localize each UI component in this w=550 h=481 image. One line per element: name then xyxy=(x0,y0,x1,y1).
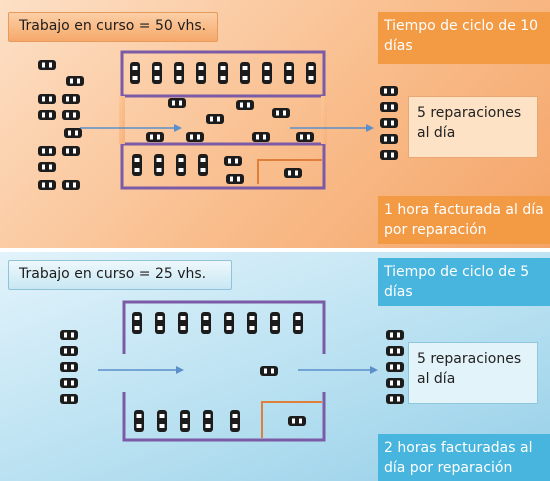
car-icon xyxy=(38,162,56,172)
car-icon xyxy=(386,346,404,356)
car-icon xyxy=(380,134,398,144)
car-icon xyxy=(252,132,270,142)
car-icon xyxy=(60,378,78,388)
car-icon xyxy=(60,346,78,356)
shop-floor-diagram-top xyxy=(38,50,398,190)
car-icon xyxy=(196,62,206,84)
car-icon xyxy=(132,154,142,176)
service-bays-top xyxy=(120,50,326,98)
car-icon xyxy=(386,394,404,404)
car-icon xyxy=(130,62,140,84)
car-icon xyxy=(62,146,80,156)
car-icon xyxy=(270,312,280,334)
car-icon xyxy=(66,76,84,86)
flow-arrow-head xyxy=(174,124,182,132)
car-icon xyxy=(380,118,398,128)
flow-arrow-head xyxy=(176,366,184,374)
car-icon xyxy=(60,362,78,372)
car-icon xyxy=(146,132,164,142)
car-icon xyxy=(174,62,184,84)
car-icon xyxy=(64,128,82,138)
car-icon xyxy=(176,154,186,176)
service-bays-bottom xyxy=(120,142,326,190)
car-icon xyxy=(218,62,228,84)
office-partition xyxy=(261,401,322,438)
shop-floor-diagram-bottom xyxy=(60,300,404,442)
flow-arrow-head xyxy=(370,366,378,374)
car-icon xyxy=(60,330,78,340)
car-icon xyxy=(168,98,186,108)
car-icon xyxy=(38,60,56,70)
car-icon xyxy=(60,394,78,404)
car-icon xyxy=(230,410,240,432)
car-icon xyxy=(284,62,294,84)
car-icon xyxy=(180,410,190,432)
cycle-time-box: Tiempo de ciclo de 10 días xyxy=(378,12,550,64)
car-icon xyxy=(38,146,56,156)
car-icon xyxy=(62,110,80,120)
car-icon xyxy=(206,114,224,124)
car-icon xyxy=(154,154,164,176)
car-icon xyxy=(203,410,213,432)
car-icon xyxy=(293,312,303,334)
car-icon xyxy=(380,102,398,112)
car-icon xyxy=(62,180,80,190)
car-icon xyxy=(157,410,167,432)
car-icon xyxy=(186,132,204,142)
car-icon xyxy=(224,312,234,334)
car-icon xyxy=(380,150,398,160)
wip-label: Trabajo en curso = 25 vhs. xyxy=(8,260,232,290)
repair-rate-box: 5 reparaciones al día xyxy=(408,342,538,404)
car-icon xyxy=(132,312,142,334)
car-icon xyxy=(262,62,272,84)
cycle-time-box: Tiempo de ciclo de 5 días xyxy=(378,258,550,306)
bay-gap-left xyxy=(119,96,125,144)
car-icon xyxy=(260,366,278,376)
car-icon xyxy=(198,154,208,176)
flow-arrow-head xyxy=(366,124,374,132)
billed-hours-box: 1 hora facturada al día por reparación xyxy=(378,196,550,244)
billed-hours-box: 2 horas facturadas al día por reparación xyxy=(378,434,550,481)
car-icon xyxy=(38,94,56,104)
car-icon xyxy=(178,312,188,334)
car-icon xyxy=(62,94,80,104)
car-icon xyxy=(224,156,242,166)
car-icon xyxy=(288,416,306,426)
car-icon xyxy=(386,362,404,372)
car-icon xyxy=(247,312,257,334)
panel-wip-50: Trabajo en curso = 50 vhs. Tiempo de cic… xyxy=(0,0,550,248)
car-icon xyxy=(284,168,302,178)
repair-rate-box: 5 reparaciones al día xyxy=(408,96,538,158)
car-icon xyxy=(201,312,211,334)
car-icon xyxy=(296,132,314,142)
service-bays-top xyxy=(122,300,326,354)
car-icon xyxy=(155,312,165,334)
wip-label: Trabajo en curso = 50 vhs. xyxy=(8,12,218,42)
car-icon xyxy=(386,330,404,340)
car-icon xyxy=(134,410,144,432)
bay-gap-right xyxy=(321,96,327,144)
car-icon xyxy=(380,86,398,96)
car-icon xyxy=(240,62,250,84)
service-bays-bottom xyxy=(122,392,326,442)
car-icon xyxy=(236,100,254,110)
car-icon xyxy=(386,378,404,388)
car-icon xyxy=(272,108,290,118)
car-icon xyxy=(38,180,56,190)
car-icon xyxy=(152,62,162,84)
panel-wip-25: Trabajo en curso = 25 vhs. Tiempo de cic… xyxy=(0,252,550,481)
car-icon xyxy=(226,174,244,184)
car-icon xyxy=(38,110,56,120)
car-icon xyxy=(306,62,316,84)
